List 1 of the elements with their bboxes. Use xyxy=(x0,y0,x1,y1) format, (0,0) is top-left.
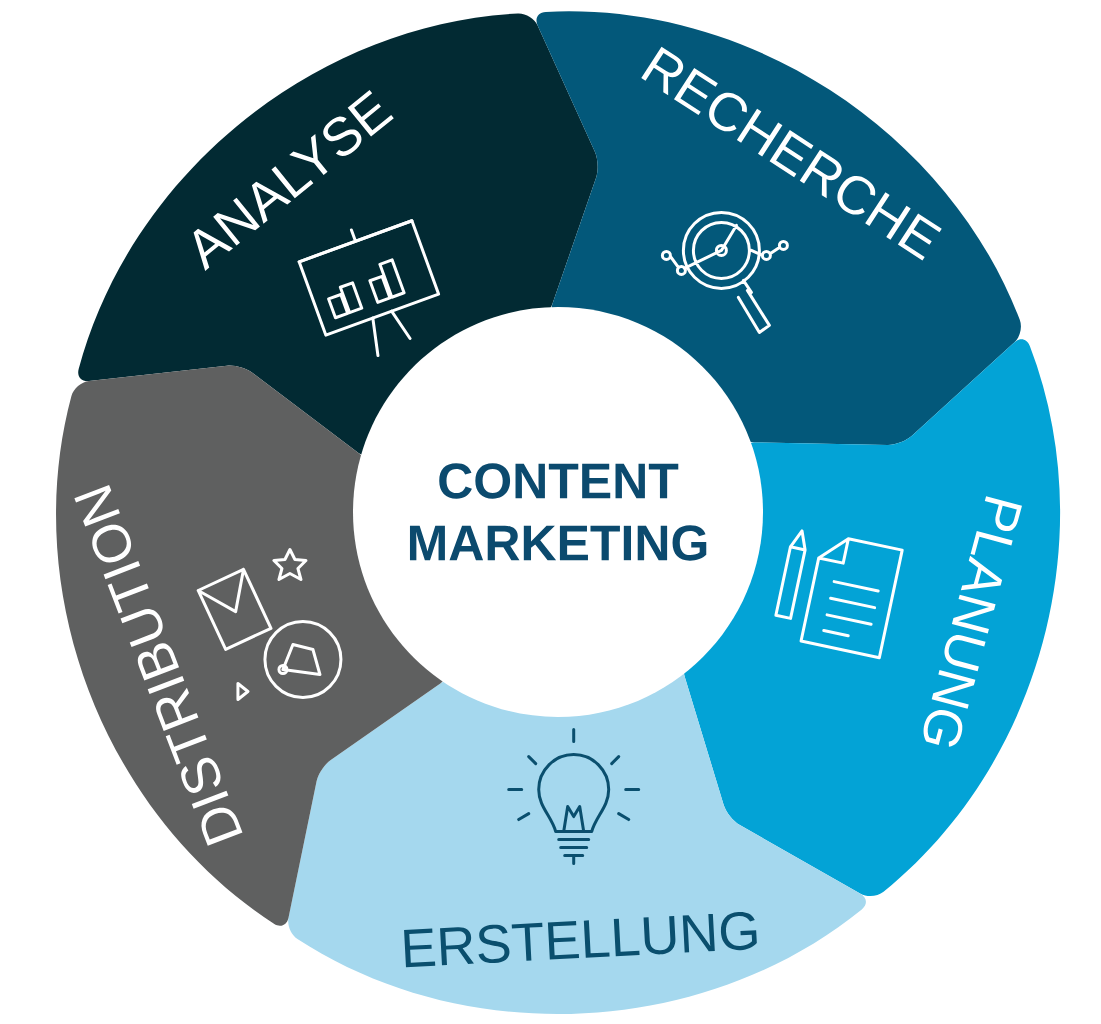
segment-label: ERSTELLUNG xyxy=(404,911,757,968)
